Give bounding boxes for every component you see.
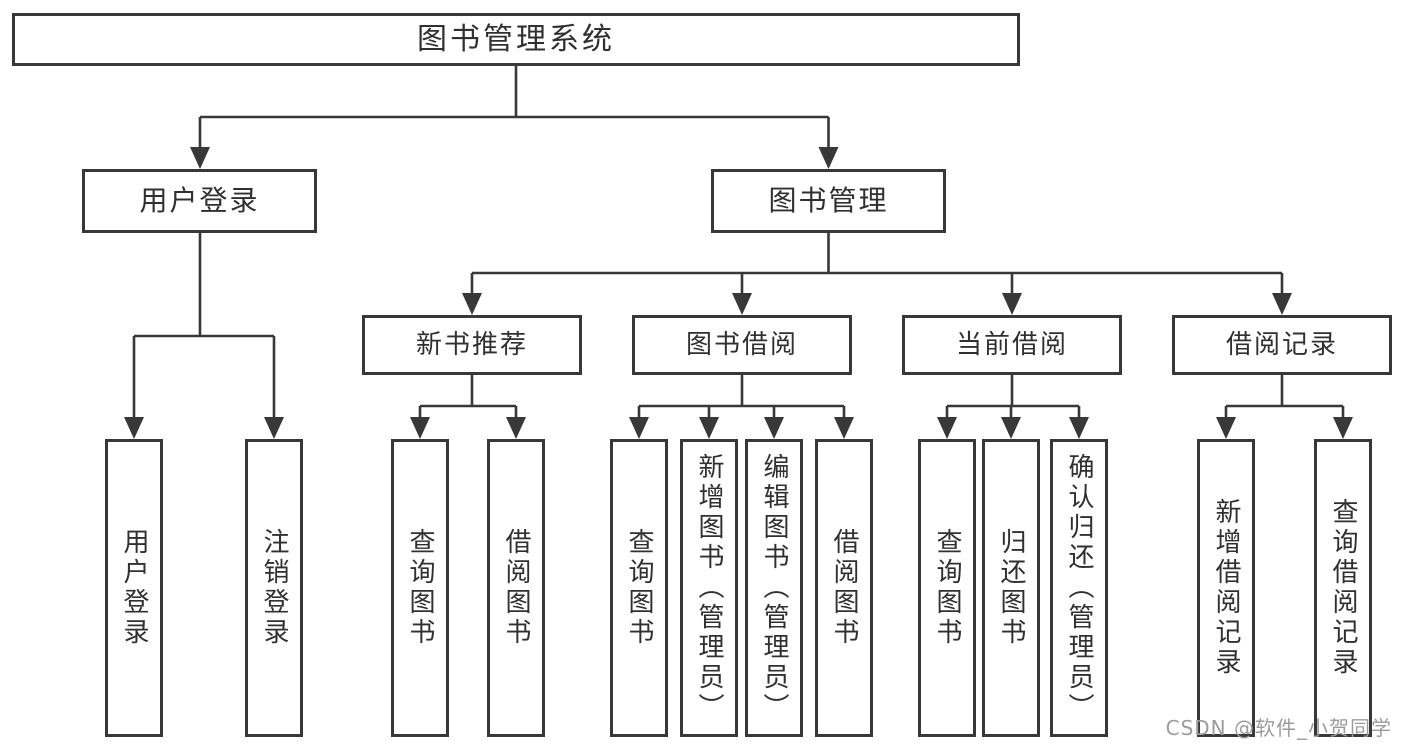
leaf-return-books: 归还图书 <box>982 439 1040 737</box>
arrow-down-icon <box>1333 417 1353 439</box>
arrow-down-icon <box>834 417 854 439</box>
node-user-login: 用户登录 <box>82 169 317 233</box>
arrow-down-icon <box>1216 417 1236 439</box>
arrow-down-icon <box>410 417 430 439</box>
node-book-management: 图书管理 <box>711 169 946 233</box>
leaf-add-borrow-record: 新增借阅记录 <box>1197 439 1255 737</box>
arrow-down-icon <box>1272 293 1292 315</box>
leaf-borrow-books: 借阅图书 <box>815 439 873 737</box>
wire-user-login-to-leaves <box>132 233 276 422</box>
leaf-query-books-borrow: 查询图书 <box>610 439 668 737</box>
leaf-edit-books-admin: 编辑图书（管理员） <box>745 439 803 737</box>
arrow-down-icon <box>190 147 210 169</box>
arrow-down-icon <box>462 293 482 315</box>
wire-new-book-recommend-to-leaves <box>418 375 518 422</box>
node-book-borrow: 图书借阅 <box>632 315 852 375</box>
arrow-down-icon <box>506 417 526 439</box>
leaf-user-login: 用户登录 <box>105 439 163 737</box>
node-borrow-records: 借阅记录 <box>1172 315 1392 375</box>
leaf-add-books-admin: 新增图书（管理员） <box>680 439 738 737</box>
arrow-down-icon <box>1002 293 1022 315</box>
leaf-query-books-current: 查询图书 <box>918 439 976 737</box>
arrow-down-icon <box>764 417 784 439</box>
arrow-down-icon <box>1001 417 1021 439</box>
leaf-query-borrow-record: 查询借阅记录 <box>1314 439 1372 737</box>
wire-book-management-to-level3 <box>470 233 1284 298</box>
arrow-down-icon <box>124 417 144 439</box>
arrow-down-icon <box>818 147 839 169</box>
node-new-book-recommend: 新书推荐 <box>362 315 582 375</box>
arrow-down-icon <box>629 417 649 439</box>
arrow-down-icon <box>1069 417 1089 439</box>
leaf-logout: 注销登录 <box>245 439 303 737</box>
wire-book-borrow-to-leaves <box>637 375 846 422</box>
watermark-text: CSDN @软件_小贺同学 <box>1165 716 1392 740</box>
arrow-down-icon <box>699 417 719 439</box>
wire-current-borrow-to-leaves <box>945 375 1081 422</box>
node-current-borrow: 当前借阅 <box>902 315 1122 375</box>
wire-borrow-records-to-leaves <box>1224 375 1345 422</box>
arrow-down-icon <box>937 417 957 439</box>
leaf-borrow-books-recommend: 借阅图书 <box>487 439 545 737</box>
arrow-down-icon <box>732 293 752 315</box>
arrow-down-icon <box>264 417 284 439</box>
node-root-system: 图书管理系统 <box>12 13 1020 66</box>
leaf-confirm-return-admin: 确认归还（管理员） <box>1050 439 1108 737</box>
wire-root-to-level2 <box>198 66 830 152</box>
leaf-query-books-recommend: 查询图书 <box>391 439 449 737</box>
